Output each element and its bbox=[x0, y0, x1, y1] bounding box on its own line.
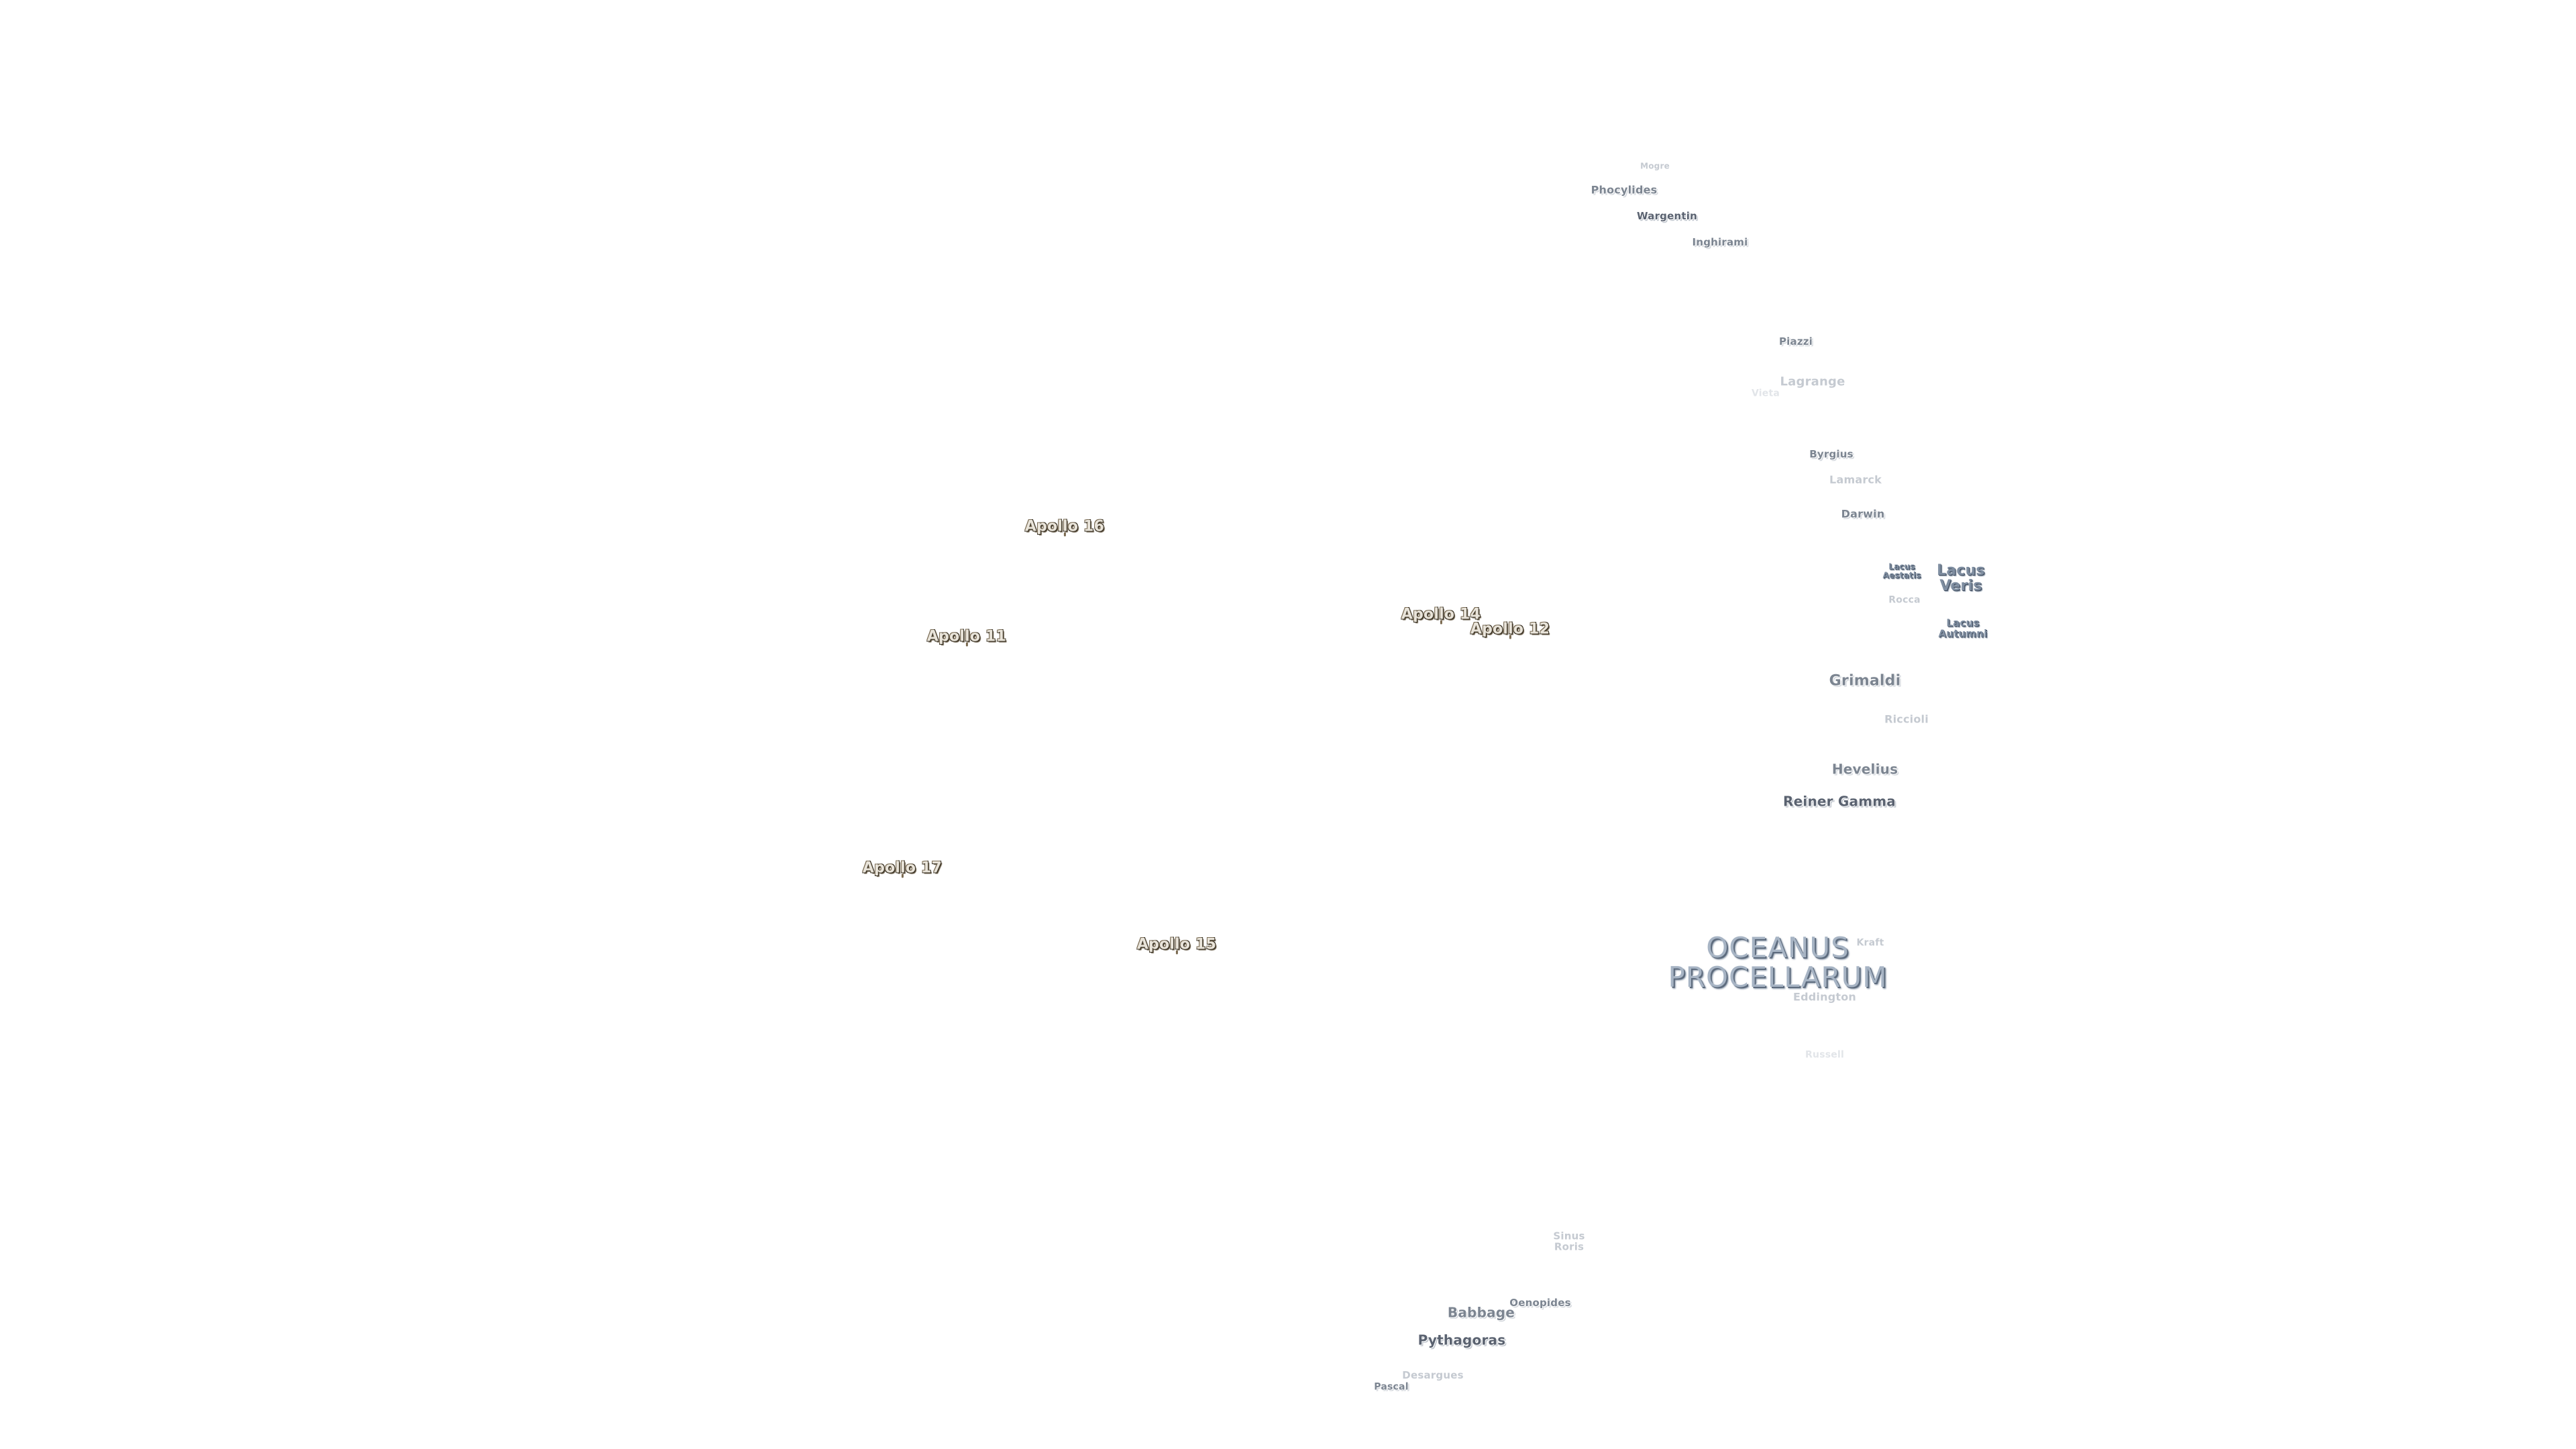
lake-label-lacus-veris[interactable]: Lacus Veris bbox=[1937, 561, 1985, 594]
crater-label-hevelius[interactable]: Hevelius bbox=[1831, 761, 1898, 777]
apollo-14-label[interactable]: Apollo 14 bbox=[1401, 606, 1481, 625]
crater-label-wargentin[interactable]: Wargentin bbox=[1637, 210, 1697, 223]
crater-label-mogre[interactable]: Mogre bbox=[1640, 161, 1670, 171]
crater-label-pascal[interactable]: Pascal bbox=[1374, 1381, 1409, 1393]
apollo-16-pin-icon bbox=[1063, 532, 1066, 537]
crater-label-rocca[interactable]: Rocca bbox=[1888, 594, 1921, 606]
lake-label-lacus-aestatis[interactable]: Lacus Aestatis bbox=[1882, 561, 1921, 580]
sea-label-oceanus-procellarum[interactable]: OCEANUS PROCELLARUM bbox=[1668, 930, 1888, 994]
crater-label-grimaldi[interactable]: Grimaldi bbox=[1829, 672, 1901, 690]
apollo-17-pin-icon bbox=[901, 873, 904, 878]
crater-label-phocylides[interactable]: Phocylides bbox=[1591, 183, 1658, 197]
crater-label-russell[interactable]: Russell bbox=[1805, 1049, 1844, 1061]
crater-label-oenopides[interactable]: Oenopides bbox=[1509, 1297, 1571, 1309]
crater-label-riccioli[interactable]: Riccioli bbox=[1884, 712, 1929, 726]
apollo-12-pin-icon bbox=[1509, 635, 1511, 639]
crater-label-vieta[interactable]: Vieta bbox=[1751, 388, 1780, 399]
apollo-15-pin-icon bbox=[1175, 950, 1178, 955]
crater-label-lagrange[interactable]: Lagrange bbox=[1780, 374, 1845, 389]
crater-label-inghirami[interactable]: Inghirami bbox=[1692, 236, 1748, 249]
apollo-12-label[interactable]: Apollo 12 bbox=[1470, 621, 1550, 639]
crater-label-piazzi[interactable]: Piazzi bbox=[1778, 335, 1813, 348]
crater-label-lamarck[interactable]: Lamarck bbox=[1829, 473, 1882, 486]
crater-label-babbage[interactable]: Babbage bbox=[1447, 1304, 1515, 1321]
bay-label-sinus-roris[interactable]: Sinus Roris bbox=[1553, 1230, 1585, 1252]
crater-label-eddington[interactable]: Eddington bbox=[1793, 990, 1856, 1004]
lake-label-lacus-autumni[interactable]: Lacus Autumni bbox=[1938, 616, 1988, 639]
apollo-14-pin-icon bbox=[1440, 620, 1442, 625]
crater-label-desargues[interactable]: Desargues bbox=[1402, 1369, 1464, 1382]
apollo-11-label[interactable]: Apollo 11 bbox=[927, 629, 1006, 647]
apollo-15-label[interactable]: Apollo 15 bbox=[1137, 936, 1216, 955]
crater-label-pythagoras[interactable]: Pythagoras bbox=[1417, 1332, 1506, 1348]
crater-label-kraft[interactable]: Kraft bbox=[1856, 937, 1884, 949]
apollo-16-label[interactable]: Apollo 16 bbox=[1025, 519, 1104, 537]
crater-label-byrgius[interactable]: Byrgius bbox=[1809, 448, 1854, 461]
apollo-17-label[interactable]: Apollo 17 bbox=[863, 860, 942, 878]
crater-label-darwin[interactable]: Darwin bbox=[1841, 507, 1885, 521]
apollo-11-pin-icon bbox=[965, 642, 968, 647]
feature-label-reiner-gamma[interactable]: Reiner Gamma bbox=[1783, 793, 1896, 810]
